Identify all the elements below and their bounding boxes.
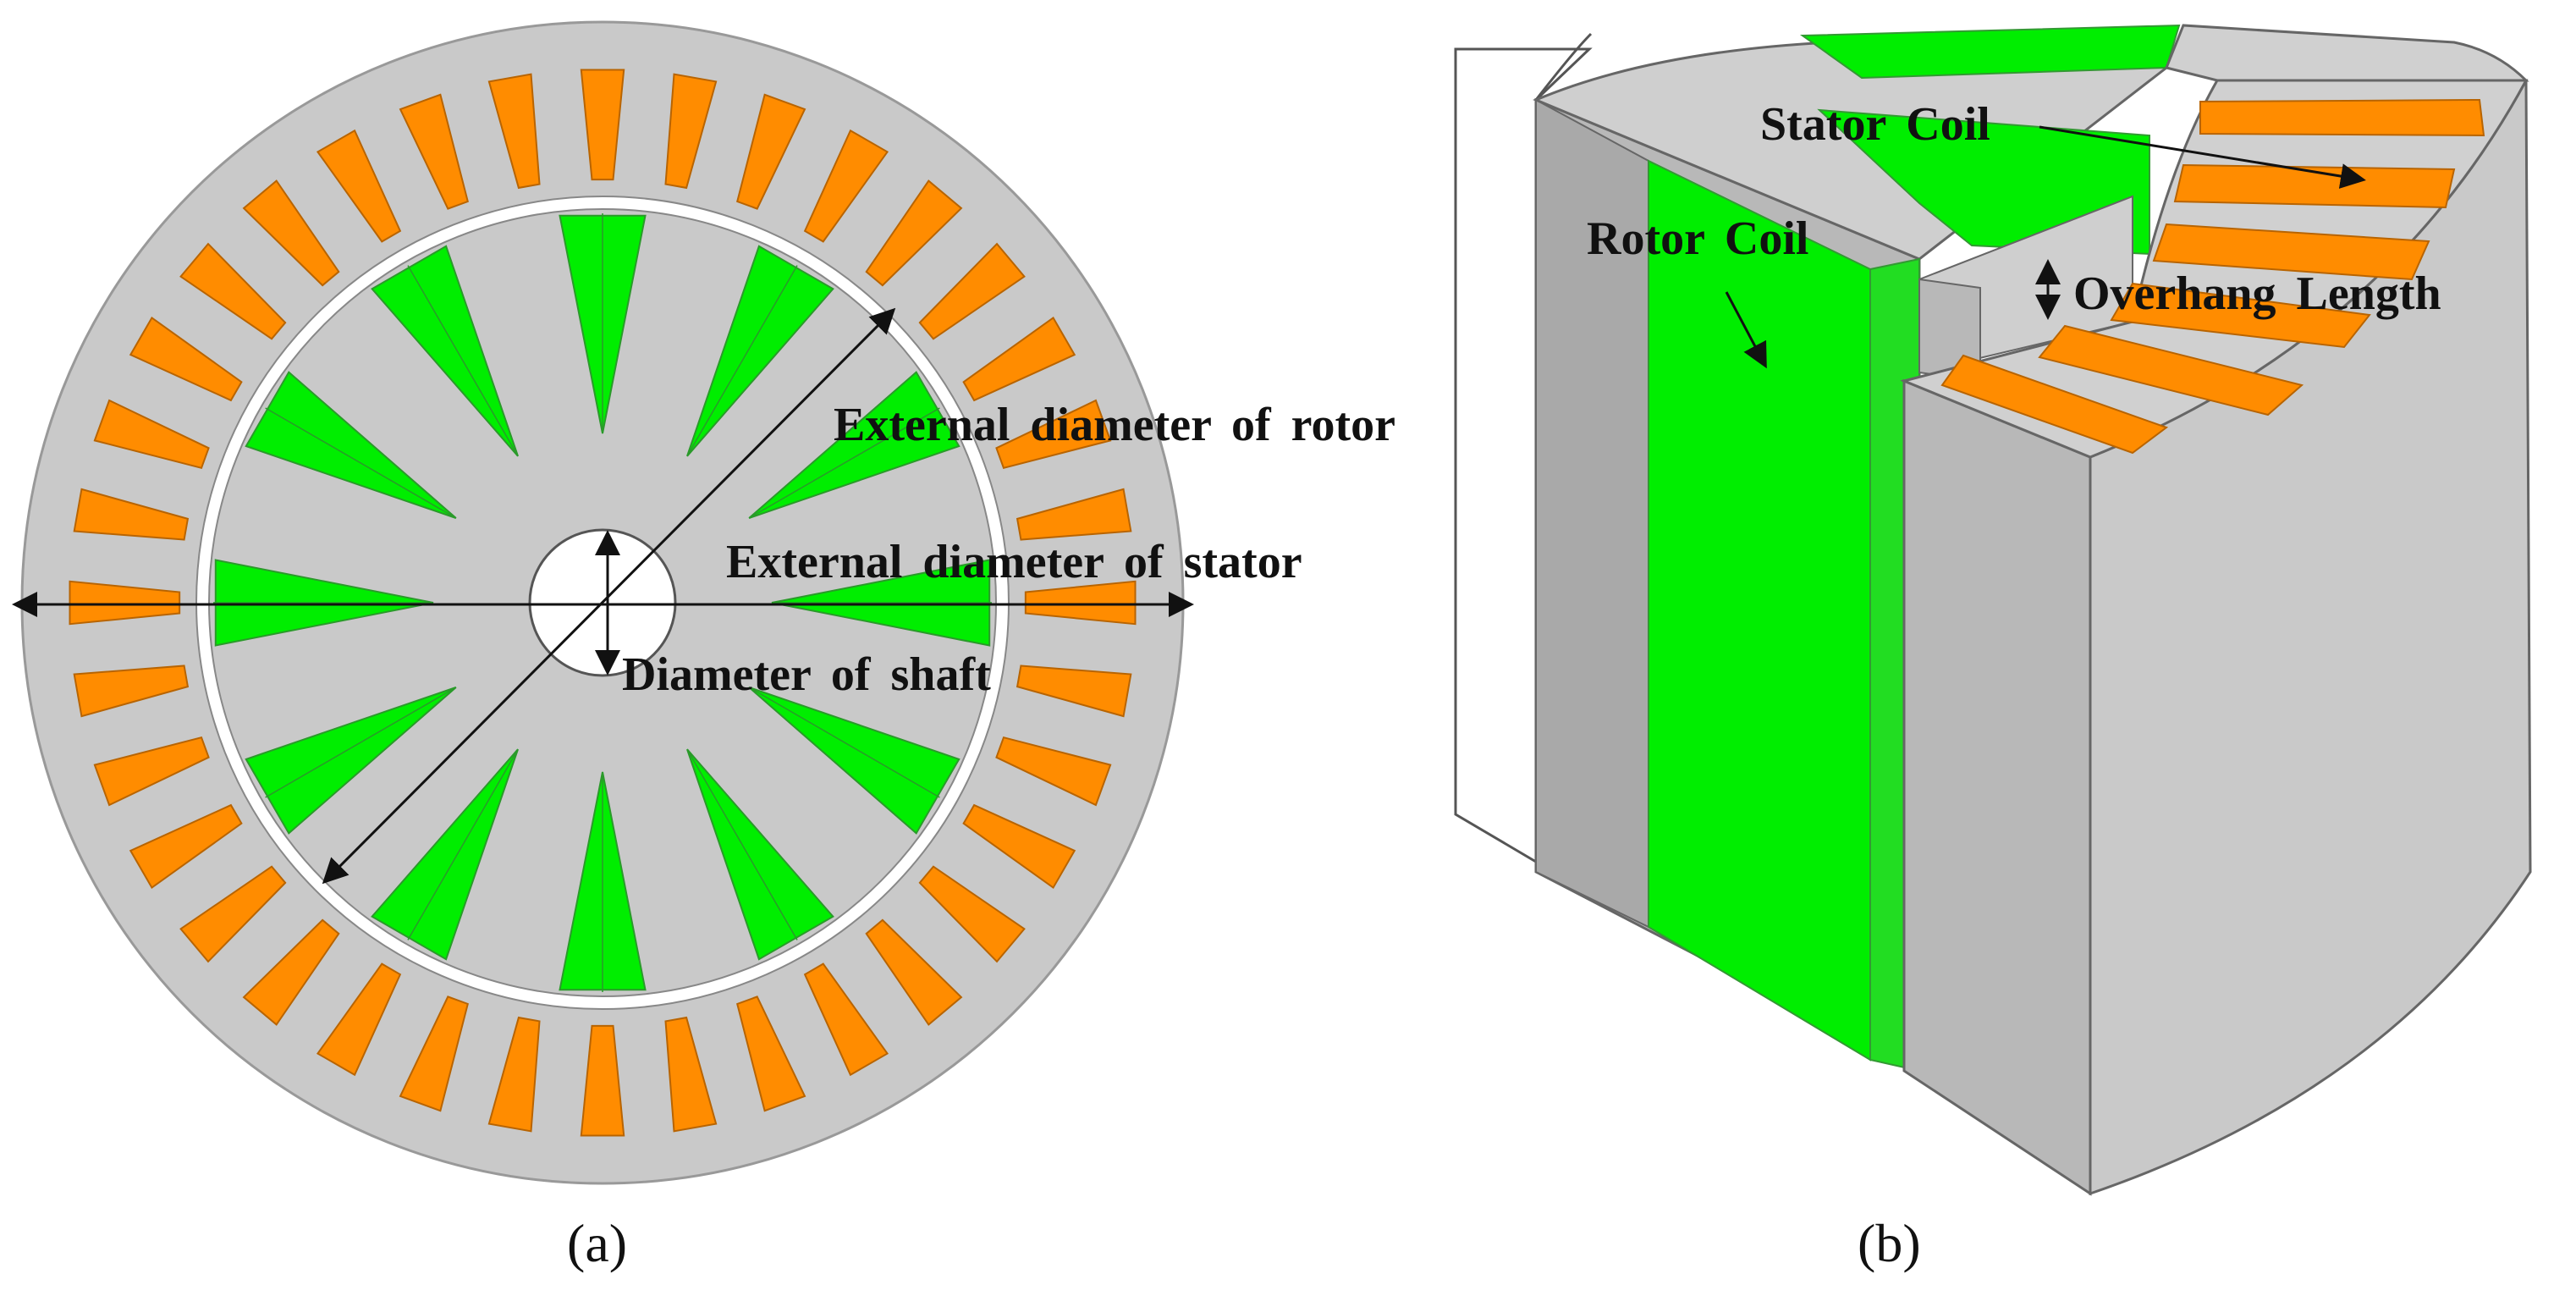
label-external-diameter-stator: External diameter of stator — [726, 536, 1302, 588]
rotor-coil-top — [1799, 24, 2181, 80]
label-stator-coil: Stator Coil — [1760, 98, 1990, 151]
stator-slot-coil-3d — [2038, 324, 2304, 416]
stator-slot-coil — [93, 399, 210, 469]
stator-slots — [69, 69, 1137, 1137]
stator-slot-coil — [664, 73, 718, 190]
stator-slot-coil — [487, 73, 541, 190]
stator-slot-coil — [736, 995, 806, 1112]
stator-slot-coil — [129, 803, 243, 890]
stator-slot-coil — [73, 665, 190, 718]
cut-wireframe-arc — [1534, 32, 1593, 101]
stator-slot-coil — [316, 962, 402, 1077]
stator-slot-coil — [962, 316, 1076, 402]
stator-slot-coil-3d — [1940, 354, 2169, 455]
stator-slot-coil — [399, 93, 469, 210]
stator-slot-coil — [803, 129, 889, 243]
stator-slot-coil — [242, 179, 340, 287]
stator-slot-coil — [487, 1016, 541, 1133]
stator-slot-coil — [995, 399, 1112, 469]
stator-slot-coil — [179, 242, 287, 340]
stator-slot-coil-3d — [2110, 282, 2371, 349]
stator-slot-coil — [129, 316, 243, 402]
stator-slot-coil — [995, 736, 1112, 807]
stator-slot-coil — [736, 93, 806, 210]
stator-slot-coil — [962, 803, 1076, 890]
stator-slot-coil — [580, 1024, 625, 1137]
stator-coil-arrow — [2039, 125, 2366, 189]
stator-slot-coil — [580, 69, 625, 181]
stator-slot-coil — [93, 736, 210, 807]
stator-upper-ring — [2164, 24, 2529, 82]
label-overhang-length: Overhang Length — [2073, 267, 2441, 320]
stator-slot-coil — [399, 995, 469, 1112]
stator-slot-coil — [865, 179, 963, 287]
stator-block-side — [1902, 378, 2092, 1196]
panel-a-cross-section: External diameter of rotor External diam… — [11, 20, 1395, 1273]
stator-slot-coil — [803, 962, 889, 1077]
stator-slot-coil — [316, 129, 402, 243]
label-rotor-coil: Rotor Coil — [1587, 212, 1809, 265]
panel-b-3d-view: Stator Coil Rotor Coil Overhang Length (… — [1454, 24, 2532, 1273]
stator-slot-coil — [242, 918, 340, 1026]
stator-slot-coil — [918, 865, 1026, 963]
caption-a: (a) — [567, 1213, 627, 1273]
stator-slot-coil — [1016, 488, 1132, 541]
stator-slot-coil — [73, 488, 190, 541]
stator-slot-coil — [1016, 665, 1132, 718]
stator-slot-coil — [179, 865, 287, 963]
rotor-coil-face — [1648, 159, 1871, 1062]
stator-slot-coil — [664, 1016, 718, 1133]
stator-slot-coil-3d — [2152, 223, 2430, 281]
stator-slot-coil — [918, 242, 1026, 340]
caption-b: (b) — [1858, 1213, 1921, 1273]
label-external-diameter-rotor: External diameter of rotor — [834, 399, 1395, 451]
label-diameter-shaft: Diameter of shaft — [622, 648, 991, 701]
stator-slot-coil-3d — [2199, 98, 2485, 137]
rotor-coil-arrow — [1725, 291, 1767, 369]
stator-3d-slots — [1940, 98, 2485, 455]
stator-slot-coil — [865, 918, 963, 1026]
